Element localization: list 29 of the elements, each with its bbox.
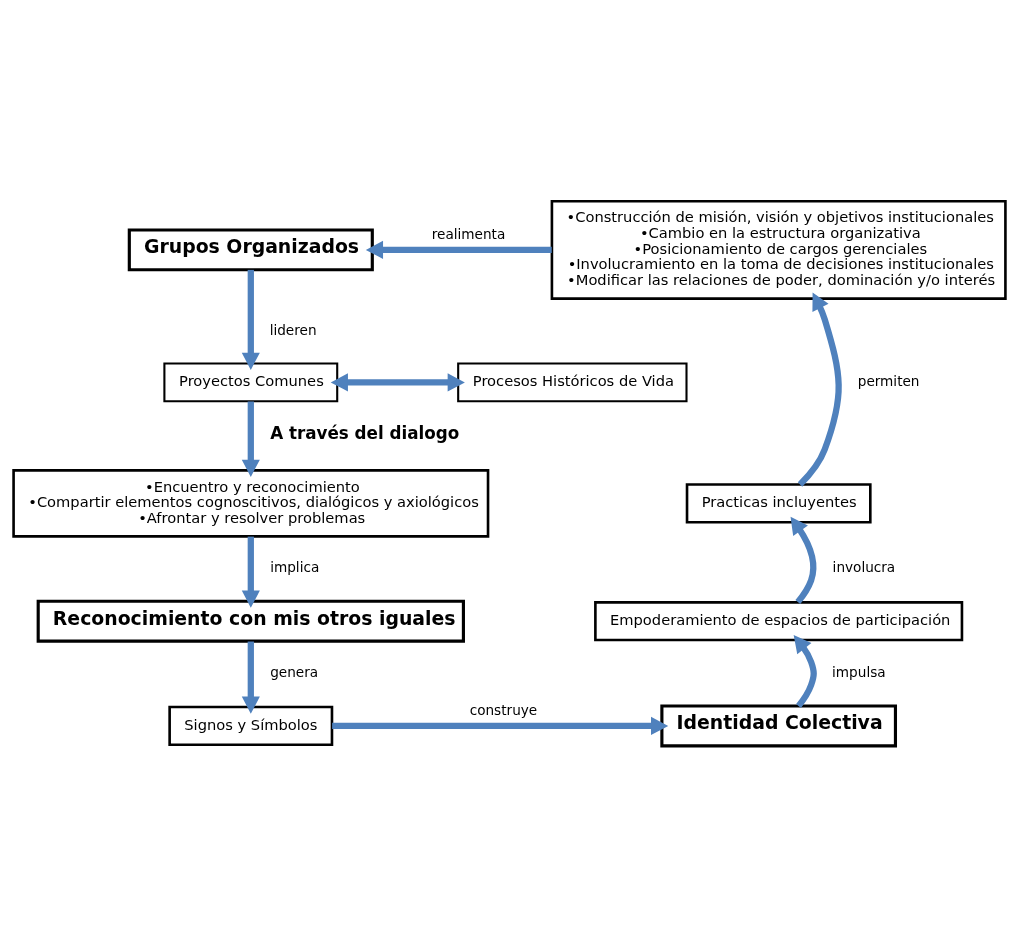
arrow [797, 292, 842, 487]
edge-label: permiten [857, 372, 919, 389]
edge-label: involucra [832, 559, 895, 576]
edge-label: lideren [269, 321, 317, 338]
edge-label: impulsa [831, 664, 886, 681]
node-box: Identidad Colectiva [659, 704, 897, 748]
node-box: •Encuentro y reconocimiento •Compartir elementos cognoscitivos, dialógicos y axiológicos •Afrontar y resolver problemas [11, 469, 489, 538]
arrow [365, 240, 552, 259]
edge-label: realimenta [431, 225, 505, 242]
edge-label: A través del dialogo [269, 422, 459, 443]
node-box: Reconocimiento con mis otros iguales [36, 599, 465, 643]
node-box: •Construcción de misión, visión y objetivos institucionales •Cambio en la estructura organizativa •Posicionamiento de cargos gerenciales •Involucramiento en la toma de decisiones institucionales •Modificar las relaciones de poder, dominación y/o interés [550, 199, 1007, 300]
arrow [241, 536, 260, 608]
arrow [241, 401, 260, 477]
node-box: Proyectos Comunes [162, 362, 338, 403]
node-box: Procesos Históricos de Vida [456, 362, 688, 403]
edge-label: genera [269, 664, 318, 681]
node-box: Practicas incluyentes [685, 483, 872, 524]
arrow [241, 269, 260, 370]
edge-label: construye [469, 701, 537, 718]
edge-label: implica [269, 559, 319, 576]
node-box: Signos y Símbolos [167, 705, 333, 747]
arrow [790, 516, 816, 604]
arrow [331, 716, 668, 735]
node-box: Grupos Organizados [127, 228, 374, 272]
arrow [241, 641, 260, 714]
node-box: Empoderamiento de espacios de participación [593, 601, 963, 642]
arrow [330, 373, 465, 392]
arrow [793, 635, 817, 708]
